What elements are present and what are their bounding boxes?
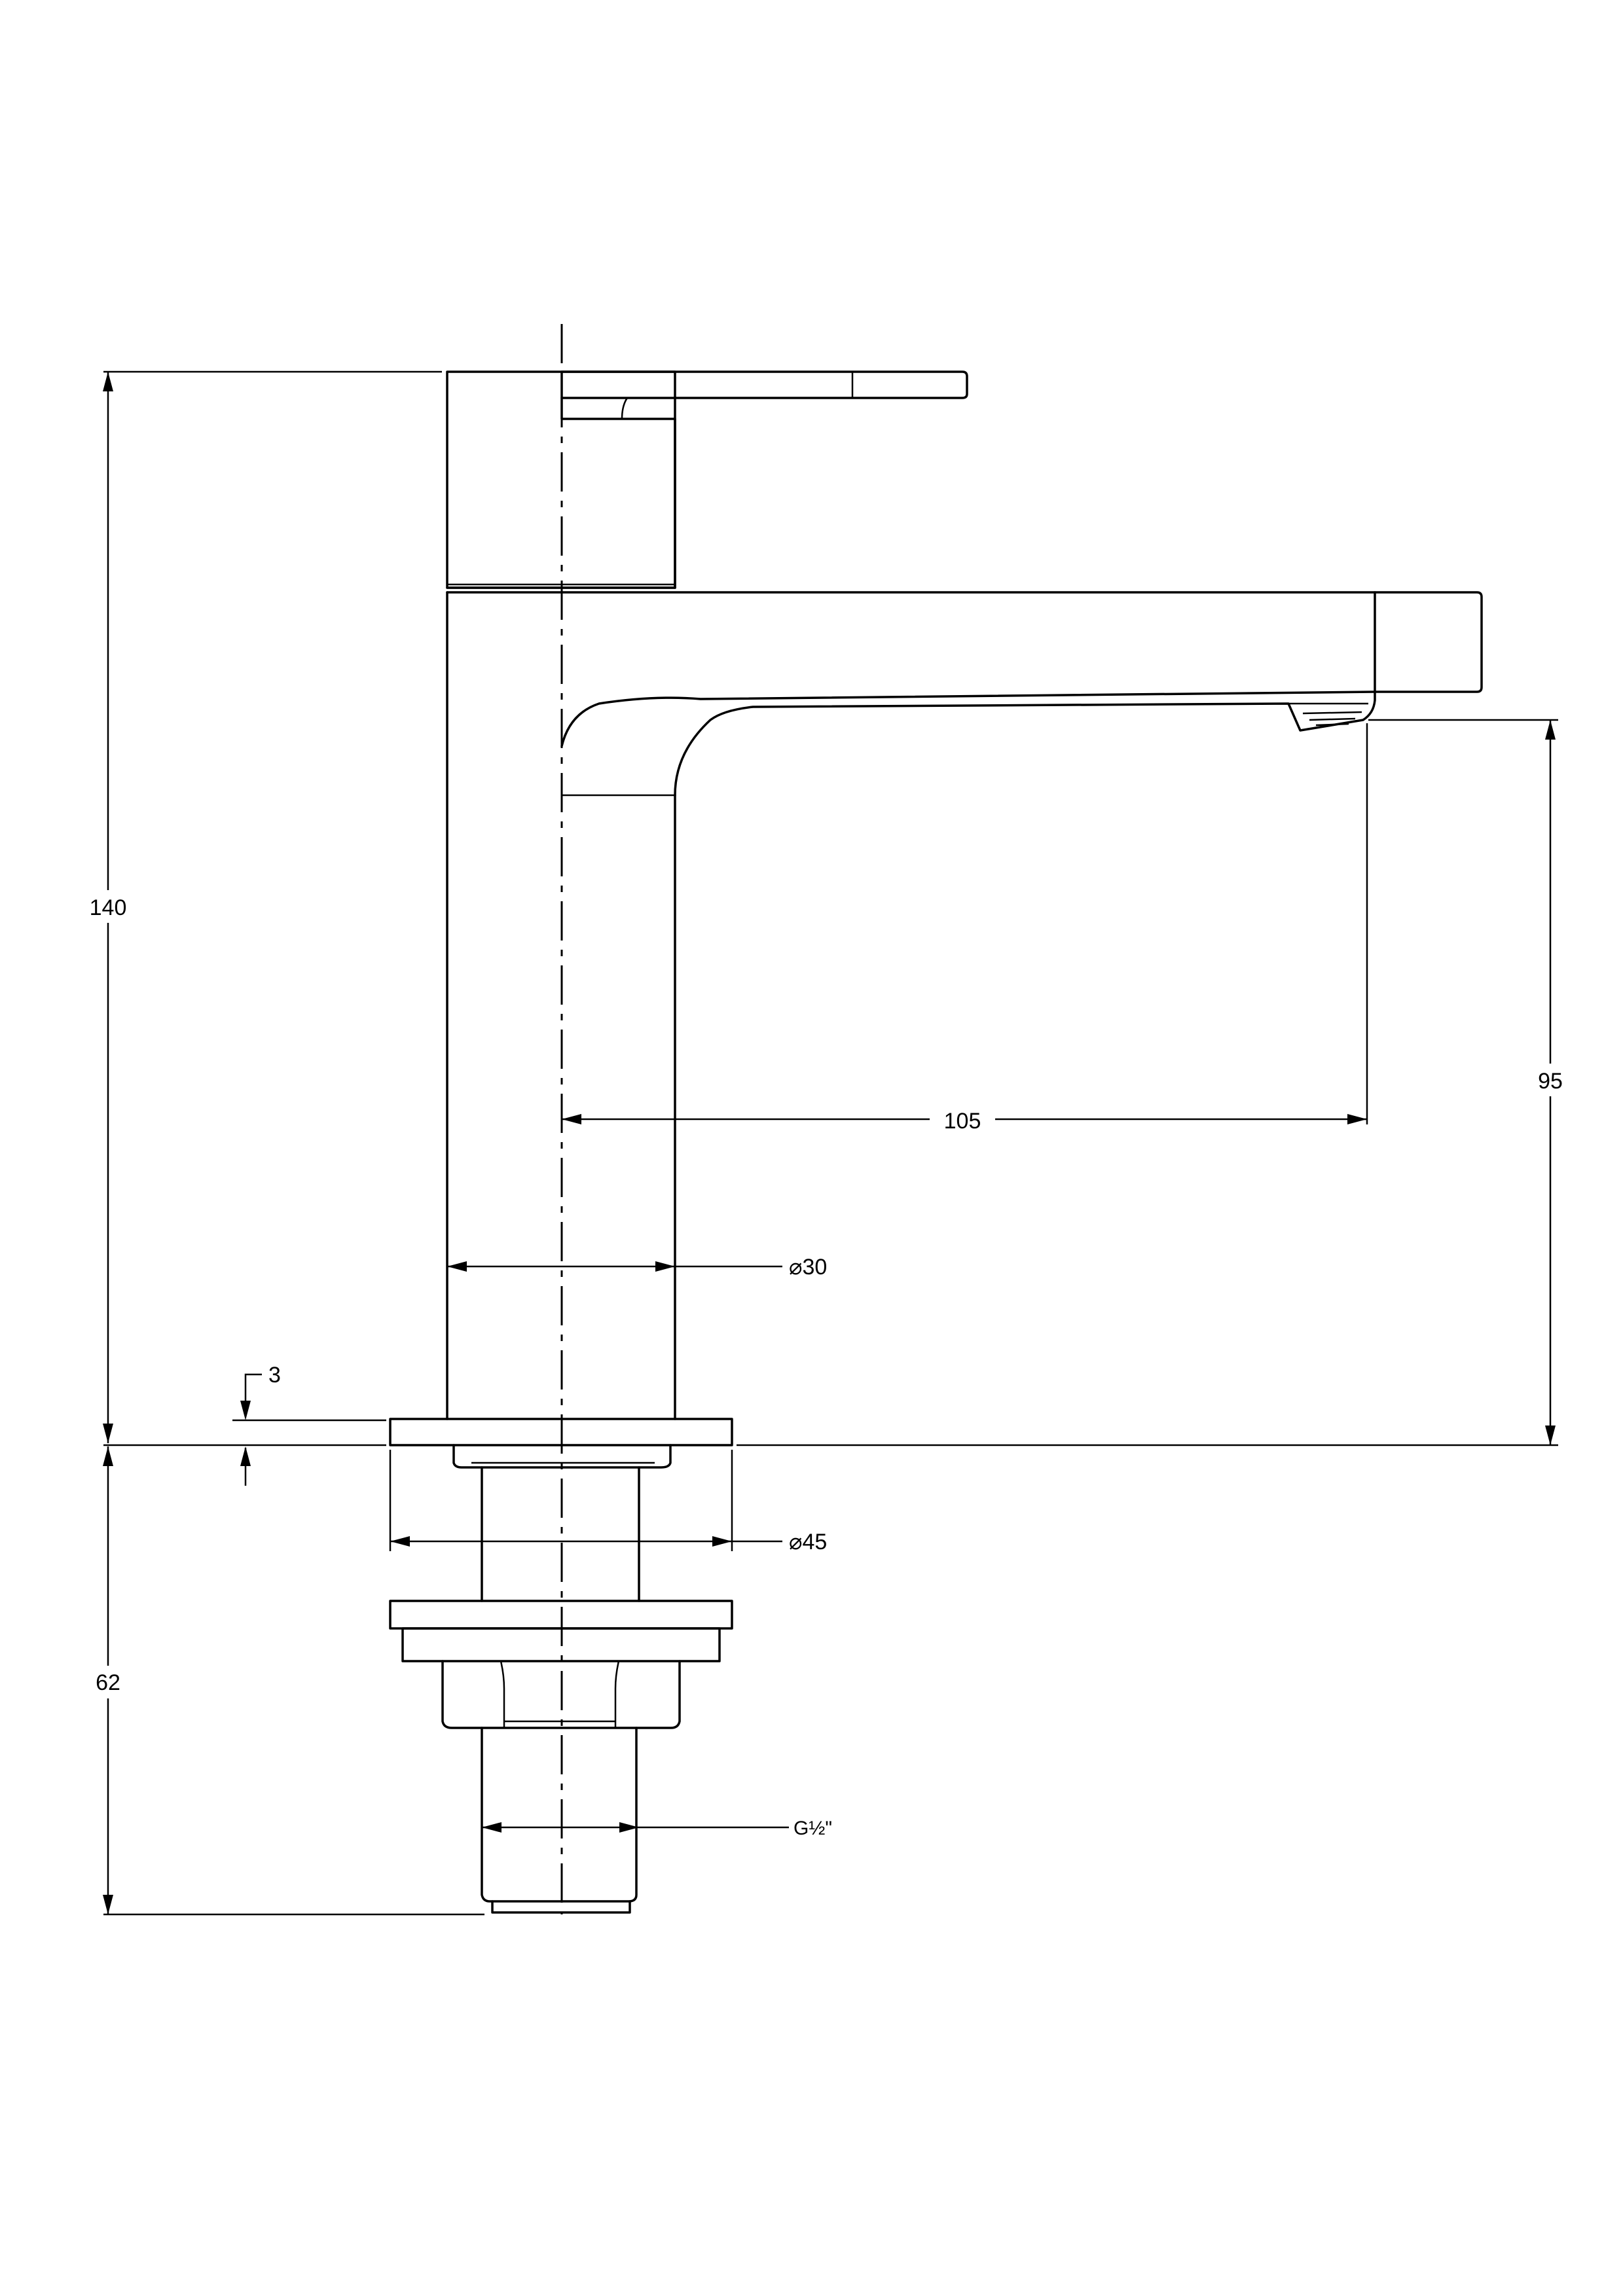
overall-height-label: 140 [90,895,127,920]
dimension-base-diameter: ⌀45 [389,1450,827,1554]
lever-handle [560,370,968,399]
dimension-thread: G½" [482,1818,832,1839]
dimension-below-deck: 62 [82,1444,484,1916]
dimension-spout-reach: 105 [562,723,1368,1135]
spout-reach-label: 105 [944,1109,981,1134]
base-diameter-label: ⌀45 [789,1530,827,1554]
aerator [1288,702,1368,726]
dimension-spout-height: 95 [737,719,1575,1446]
dimension-body-diameter: ⌀30 [447,1255,827,1280]
spout [446,591,1483,797]
tap-body [389,370,1483,1914]
dimension-base-plate: 3 [232,1363,386,1486]
body-diameter-label: ⌀30 [789,1255,827,1280]
threaded-tail [481,1727,638,1903]
base-plate-label: 3 [268,1363,281,1388]
spout-height-label: 95 [1538,1069,1563,1094]
thread-label: G½" [793,1818,832,1839]
below-deck-label: 62 [96,1670,120,1695]
dimension-overall-height: 140 [79,370,442,1443]
